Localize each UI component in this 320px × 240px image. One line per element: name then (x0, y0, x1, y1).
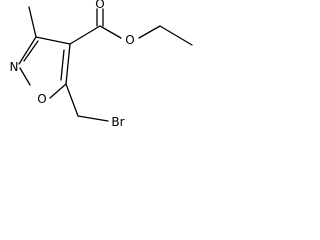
atom-label-o-ester: O (125, 33, 134, 47)
bond-ethyl-ch2-ch3 (159, 25, 193, 46)
bond-o-ester-ch2 (138, 25, 161, 39)
bond-c5-ch2 (65, 83, 79, 117)
bond-c3-methyl (28, 6, 37, 38)
atom-label-br: Br (111, 115, 124, 129)
atom-label-n: N (10, 60, 19, 74)
atom-label-o-ring: O (37, 92, 46, 106)
atom-label-o-carbonyl: O (95, 0, 104, 11)
bond-c4-carbonyl-c (69, 25, 101, 45)
bond-ring-o-n (19, 67, 31, 86)
bond-ch2-br (77, 115, 109, 122)
chemical-structure: N O O O Br (10, 0, 193, 129)
bond-ring-n-c3 (18, 36, 37, 65)
bond-ring-n-c3-inner (23, 40, 39, 62)
bond-ring-c4-c5-inner (60, 49, 65, 81)
bond-ring-c4-c5 (65, 43, 71, 85)
bond-ring-c5-o (49, 83, 67, 99)
bond-ring-c3-c4 (35, 36, 71, 45)
bond-carbonyl-c-o-ester (99, 25, 122, 39)
